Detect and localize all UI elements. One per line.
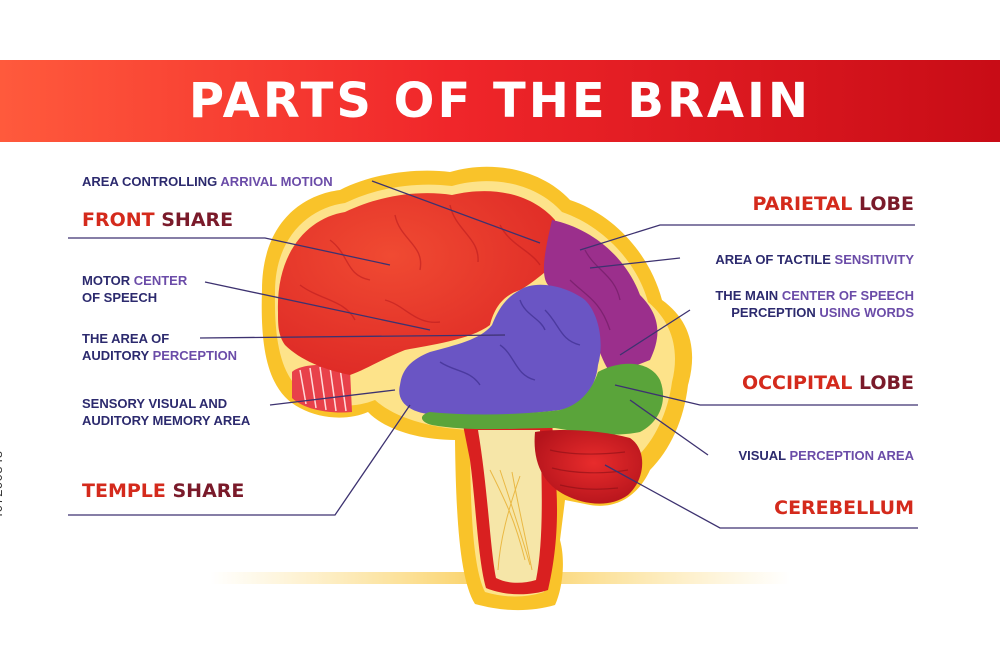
frontal-lobe bbox=[277, 191, 560, 375]
leader-area-motion bbox=[371, 180, 541, 244]
label-sensory-memory: SENSORY VISUAL AND AUDITORY MEMORY AREA bbox=[82, 395, 250, 429]
parietal-lobe bbox=[543, 220, 658, 375]
label-speech-b: CENTER OF SPEECH bbox=[781, 288, 914, 303]
label-visual-b: PERCEPTION AREA bbox=[789, 448, 914, 463]
leader-front-share bbox=[68, 237, 391, 266]
label-visual-a: VISUAL bbox=[738, 448, 790, 463]
heading-front-share-a: FRONT bbox=[82, 209, 162, 231]
label-speech-a: THE MAIN bbox=[715, 288, 782, 303]
occipital-lobe bbox=[421, 363, 664, 435]
label-speech-center: THE MAIN CENTER OF SPEECH PERCEPTION USIN… bbox=[715, 287, 914, 321]
label-motor-center-a: MOTOR bbox=[82, 273, 134, 288]
label-speech-c: PERCEPTION bbox=[731, 305, 820, 320]
label-area-motion-b: ARRIVAL MOTION bbox=[220, 174, 333, 189]
stock-id: 407200848 bbox=[0, 450, 5, 520]
label-auditory-a: THE AREA OF bbox=[82, 331, 170, 346]
heading-parietal-a: PARIETAL bbox=[752, 193, 859, 215]
temporal-lobe bbox=[399, 284, 601, 417]
heading-temple-share: TEMPLE SHARE bbox=[82, 480, 244, 502]
label-tactile-a: AREA OF TACTILE bbox=[715, 252, 835, 267]
leader-tactile bbox=[589, 257, 681, 269]
heading-parietal-lobe: PARIETAL LOBE bbox=[752, 193, 914, 215]
label-visual-perception: VISUAL PERCEPTION AREA bbox=[738, 447, 914, 464]
heading-cerebellum: CEREBELLUM bbox=[774, 497, 914, 519]
leader-auditory bbox=[199, 334, 506, 339]
leader-lines bbox=[68, 180, 918, 529]
page-title: PARTS OF THE BRAIN bbox=[188, 73, 812, 129]
heading-front-share: FRONT SHARE bbox=[82, 209, 233, 231]
heading-occipital-b: LOBE bbox=[858, 372, 914, 394]
label-tactile-b: SENSITIVITY bbox=[834, 252, 914, 267]
heading-temple-share-b: SHARE bbox=[172, 480, 245, 502]
leader-temple-share bbox=[68, 404, 411, 516]
label-area-motion: AREA CONTROLLING ARRIVAL MOTION bbox=[82, 173, 333, 190]
label-motor-center-b: CENTER bbox=[133, 273, 188, 288]
label-auditory-perception: THE AREA OF AUDITORY PERCEPTION bbox=[82, 330, 237, 364]
label-sensory-b: AUDITORY MEMORY AREA bbox=[82, 413, 251, 428]
leader-visual bbox=[629, 399, 709, 456]
label-motor-center: MOTOR CENTER OF SPEECH bbox=[82, 272, 187, 306]
heading-temple-share-a: TEMPLE bbox=[82, 480, 173, 502]
label-auditory-b: AUDITORY bbox=[82, 348, 153, 363]
title-banner: PARTS OF THE BRAIN bbox=[0, 60, 1000, 142]
heading-front-share-b: SHARE bbox=[161, 209, 234, 231]
leader-cerebellum bbox=[604, 464, 918, 529]
heading-parietal-b: LOBE bbox=[858, 193, 914, 215]
label-motor-center-c: OF SPEECH bbox=[82, 290, 158, 305]
heading-occipital-lobe: OCCIPITAL LOBE bbox=[742, 372, 914, 394]
leader-sensory bbox=[269, 389, 396, 406]
leader-occipital bbox=[614, 384, 918, 406]
leader-speech bbox=[619, 309, 691, 356]
heading-occipital-a: OCCIPITAL bbox=[741, 372, 859, 394]
label-area-motion-a: AREA CONTROLLING bbox=[82, 174, 221, 189]
label-speech-d: USING WORDS bbox=[819, 305, 914, 320]
label-sensory-a: SENSORY VISUAL AND bbox=[82, 396, 228, 411]
leader-parietal bbox=[579, 224, 915, 251]
label-auditory-c: PERCEPTION bbox=[152, 348, 238, 363]
leader-motor-center bbox=[204, 281, 431, 331]
label-tactile: AREA OF TACTILE SENSITIVITY bbox=[715, 251, 914, 268]
